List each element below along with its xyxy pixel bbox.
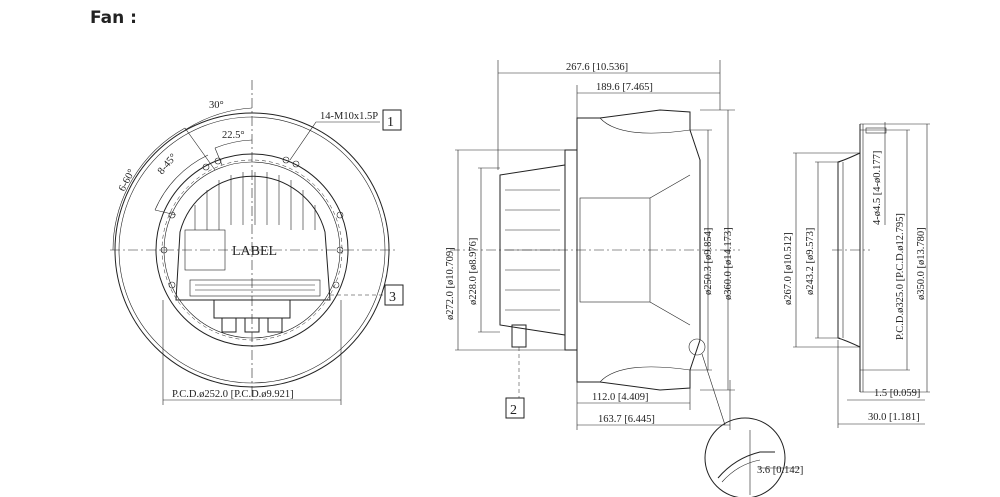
angle-22-5-label: 22.5° <box>222 130 245 141</box>
callout-box-1 <box>382 109 402 131</box>
front-pcd-dimension: P.C.D.ø252.0 [P.C.D.ø9.921] <box>172 389 294 400</box>
dia-360-dimension: ø360.0 [ø14.173] <box>723 227 734 300</box>
thread-note: 14-M10x1.5P <box>320 111 378 122</box>
label-plate-text: LABEL <box>232 244 277 259</box>
overall-length-dimension: 267.6 [10.536] <box>566 62 628 73</box>
section-title: Fan : <box>90 8 137 28</box>
ring-dia-350-dimension: ø350.0 [ø13.780] <box>916 227 927 300</box>
callout-3: 3 <box>389 290 396 305</box>
hole-dimension: 4-ø4.5 [4-ø0.177] <box>872 151 883 225</box>
callout-2: 2 <box>510 403 517 418</box>
dia-228-dimension: ø228.0 [ø8.976] <box>468 238 479 305</box>
callout-box-2 <box>505 397 525 419</box>
callout-1: 1 <box>387 115 394 130</box>
ring-dia-267-dimension: ø267.0 [ø10.512] <box>783 232 794 305</box>
angle-6-60-label: 6-60° <box>117 168 138 194</box>
detail-dimension: 3.6 [0.142] <box>757 465 803 476</box>
angle-8-45-label: 8-45° <box>156 152 180 177</box>
callout-box-3 <box>384 284 404 306</box>
inlet-ring-view: ø267.0 [ø10.512] ø243.2 [ø9.573] 4-ø4.5 … <box>783 122 930 428</box>
ring-thickness-dimension: 1.5 [0.059] <box>874 388 920 399</box>
ring-dia-243-dimension: ø243.2 [ø9.573] <box>805 228 816 295</box>
side-view: 267.6 [10.536] 189.6 [7.465] ø272.0 [ø10… <box>445 60 803 497</box>
ring-pcd-dimension: P.C.D.ø325.0 [P.C.D.ø12.795] <box>895 213 906 340</box>
length-112-dimension: 112.0 [4.409] <box>592 392 648 403</box>
length-163-dimension: 163.7 [6.445] <box>598 414 655 425</box>
front-view: 30° 22.5° 8-45° 6-60° LABEL 14-M10x1.5P … <box>110 80 404 405</box>
dia-250-dimension: ø250.3 [ø9.854] <box>703 228 714 295</box>
angle-30-label: 30° <box>209 100 224 111</box>
ring-depth-dimension: 30.0 [1.181] <box>868 412 920 423</box>
impeller-length-dimension: 189.6 [7.465] <box>596 82 653 93</box>
dia-272-dimension: ø272.0 [ø10.709] <box>445 247 456 320</box>
